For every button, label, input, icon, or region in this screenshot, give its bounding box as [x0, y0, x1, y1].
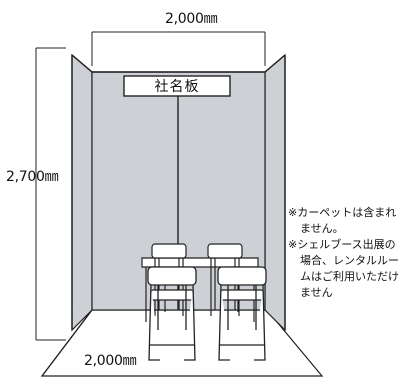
left-wall [71, 53, 93, 332]
chair-front-right [217, 266, 267, 361]
dimension-depth-label: 2,000㎜ [84, 353, 137, 369]
frame-top-left [71, 54, 93, 73]
company-sign-label: 社名板 [154, 79, 200, 95]
right-wall [264, 53, 286, 332]
dimension-width-label: 2,000㎜ [165, 11, 218, 27]
note-rental-room: ※シェルブース出展の場合、レンタルルームはご利用いただけません [288, 238, 399, 299]
company-sign-board [123, 75, 231, 97]
note-carpet: ※カーペットは含まれません。 [288, 206, 397, 235]
frame-top-right [264, 54, 286, 73]
floor-edge-left [41, 309, 93, 377]
chair-front-left [147, 266, 197, 361]
dimension-height-label: 2,700㎜ [6, 169, 59, 185]
notes-block: ※カーペットは含まれません。 ※シェルブース出展の場合、レンタルルームはご利用い… [288, 205, 406, 301]
